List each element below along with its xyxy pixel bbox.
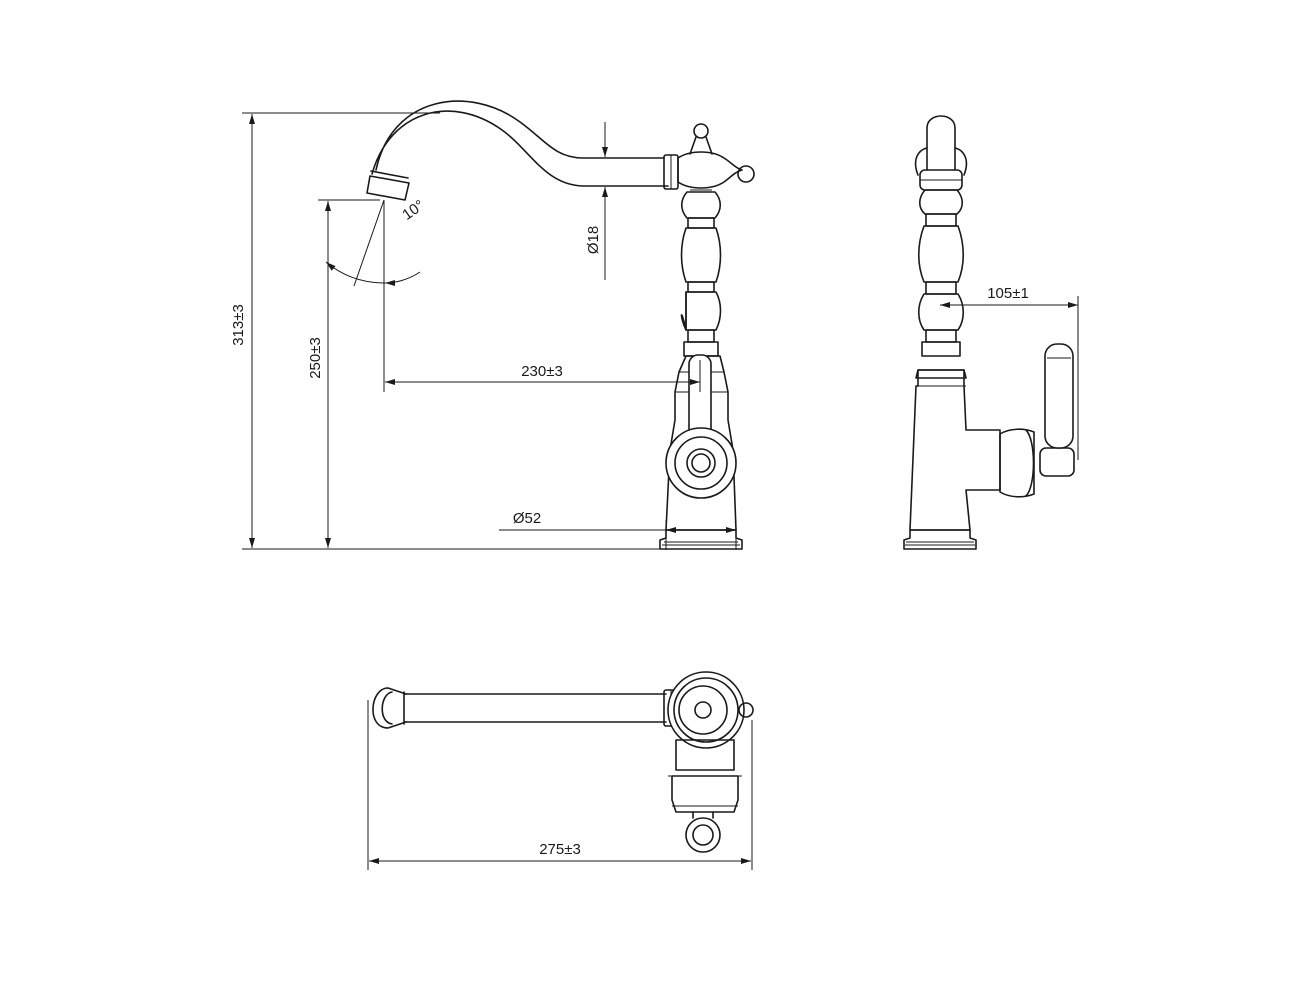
- side-view: [903, 115, 1075, 550]
- dim-base-diameter: Ø52: [513, 510, 541, 527]
- top-body: [671, 775, 739, 813]
- top-spout-pipe: [403, 691, 667, 725]
- dim-top-width: 275±3: [539, 841, 581, 858]
- cross-head: [677, 151, 743, 189]
- faucet-base: [659, 529, 743, 550]
- front-view: [366, 100, 755, 550]
- side-spout: [926, 115, 956, 171]
- spout-nozzle: [366, 170, 410, 201]
- side-lever: [1044, 343, 1074, 449]
- top-view: [372, 671, 754, 853]
- dim-spout-angle: 10°: [399, 197, 427, 224]
- dim-handle-offset: 105±1: [987, 285, 1029, 302]
- side-handle-stem: [1039, 447, 1075, 477]
- dim-height-total: 313±3: [230, 304, 247, 346]
- side-column-beads: [917, 189, 965, 357]
- column-beads: [680, 191, 722, 357]
- side-body: [909, 369, 1001, 531]
- dim-pipe-diameter: Ø18: [585, 226, 602, 254]
- dim-reach: 230±3: [521, 363, 563, 380]
- top-dimensions: 275±3: [367, 700, 753, 870]
- spout-pipe: [371, 100, 669, 187]
- front-dimensions: 313±3 250±3 10° 230±3 Ø18 Ø52: [230, 112, 737, 550]
- handle-rosette: [665, 427, 737, 499]
- top-spout-tip: [372, 687, 407, 729]
- side-dimensions: 105±1: [940, 285, 1079, 460]
- top-handle-end: [685, 817, 721, 853]
- dim-height-spout: 250±3: [307, 337, 324, 379]
